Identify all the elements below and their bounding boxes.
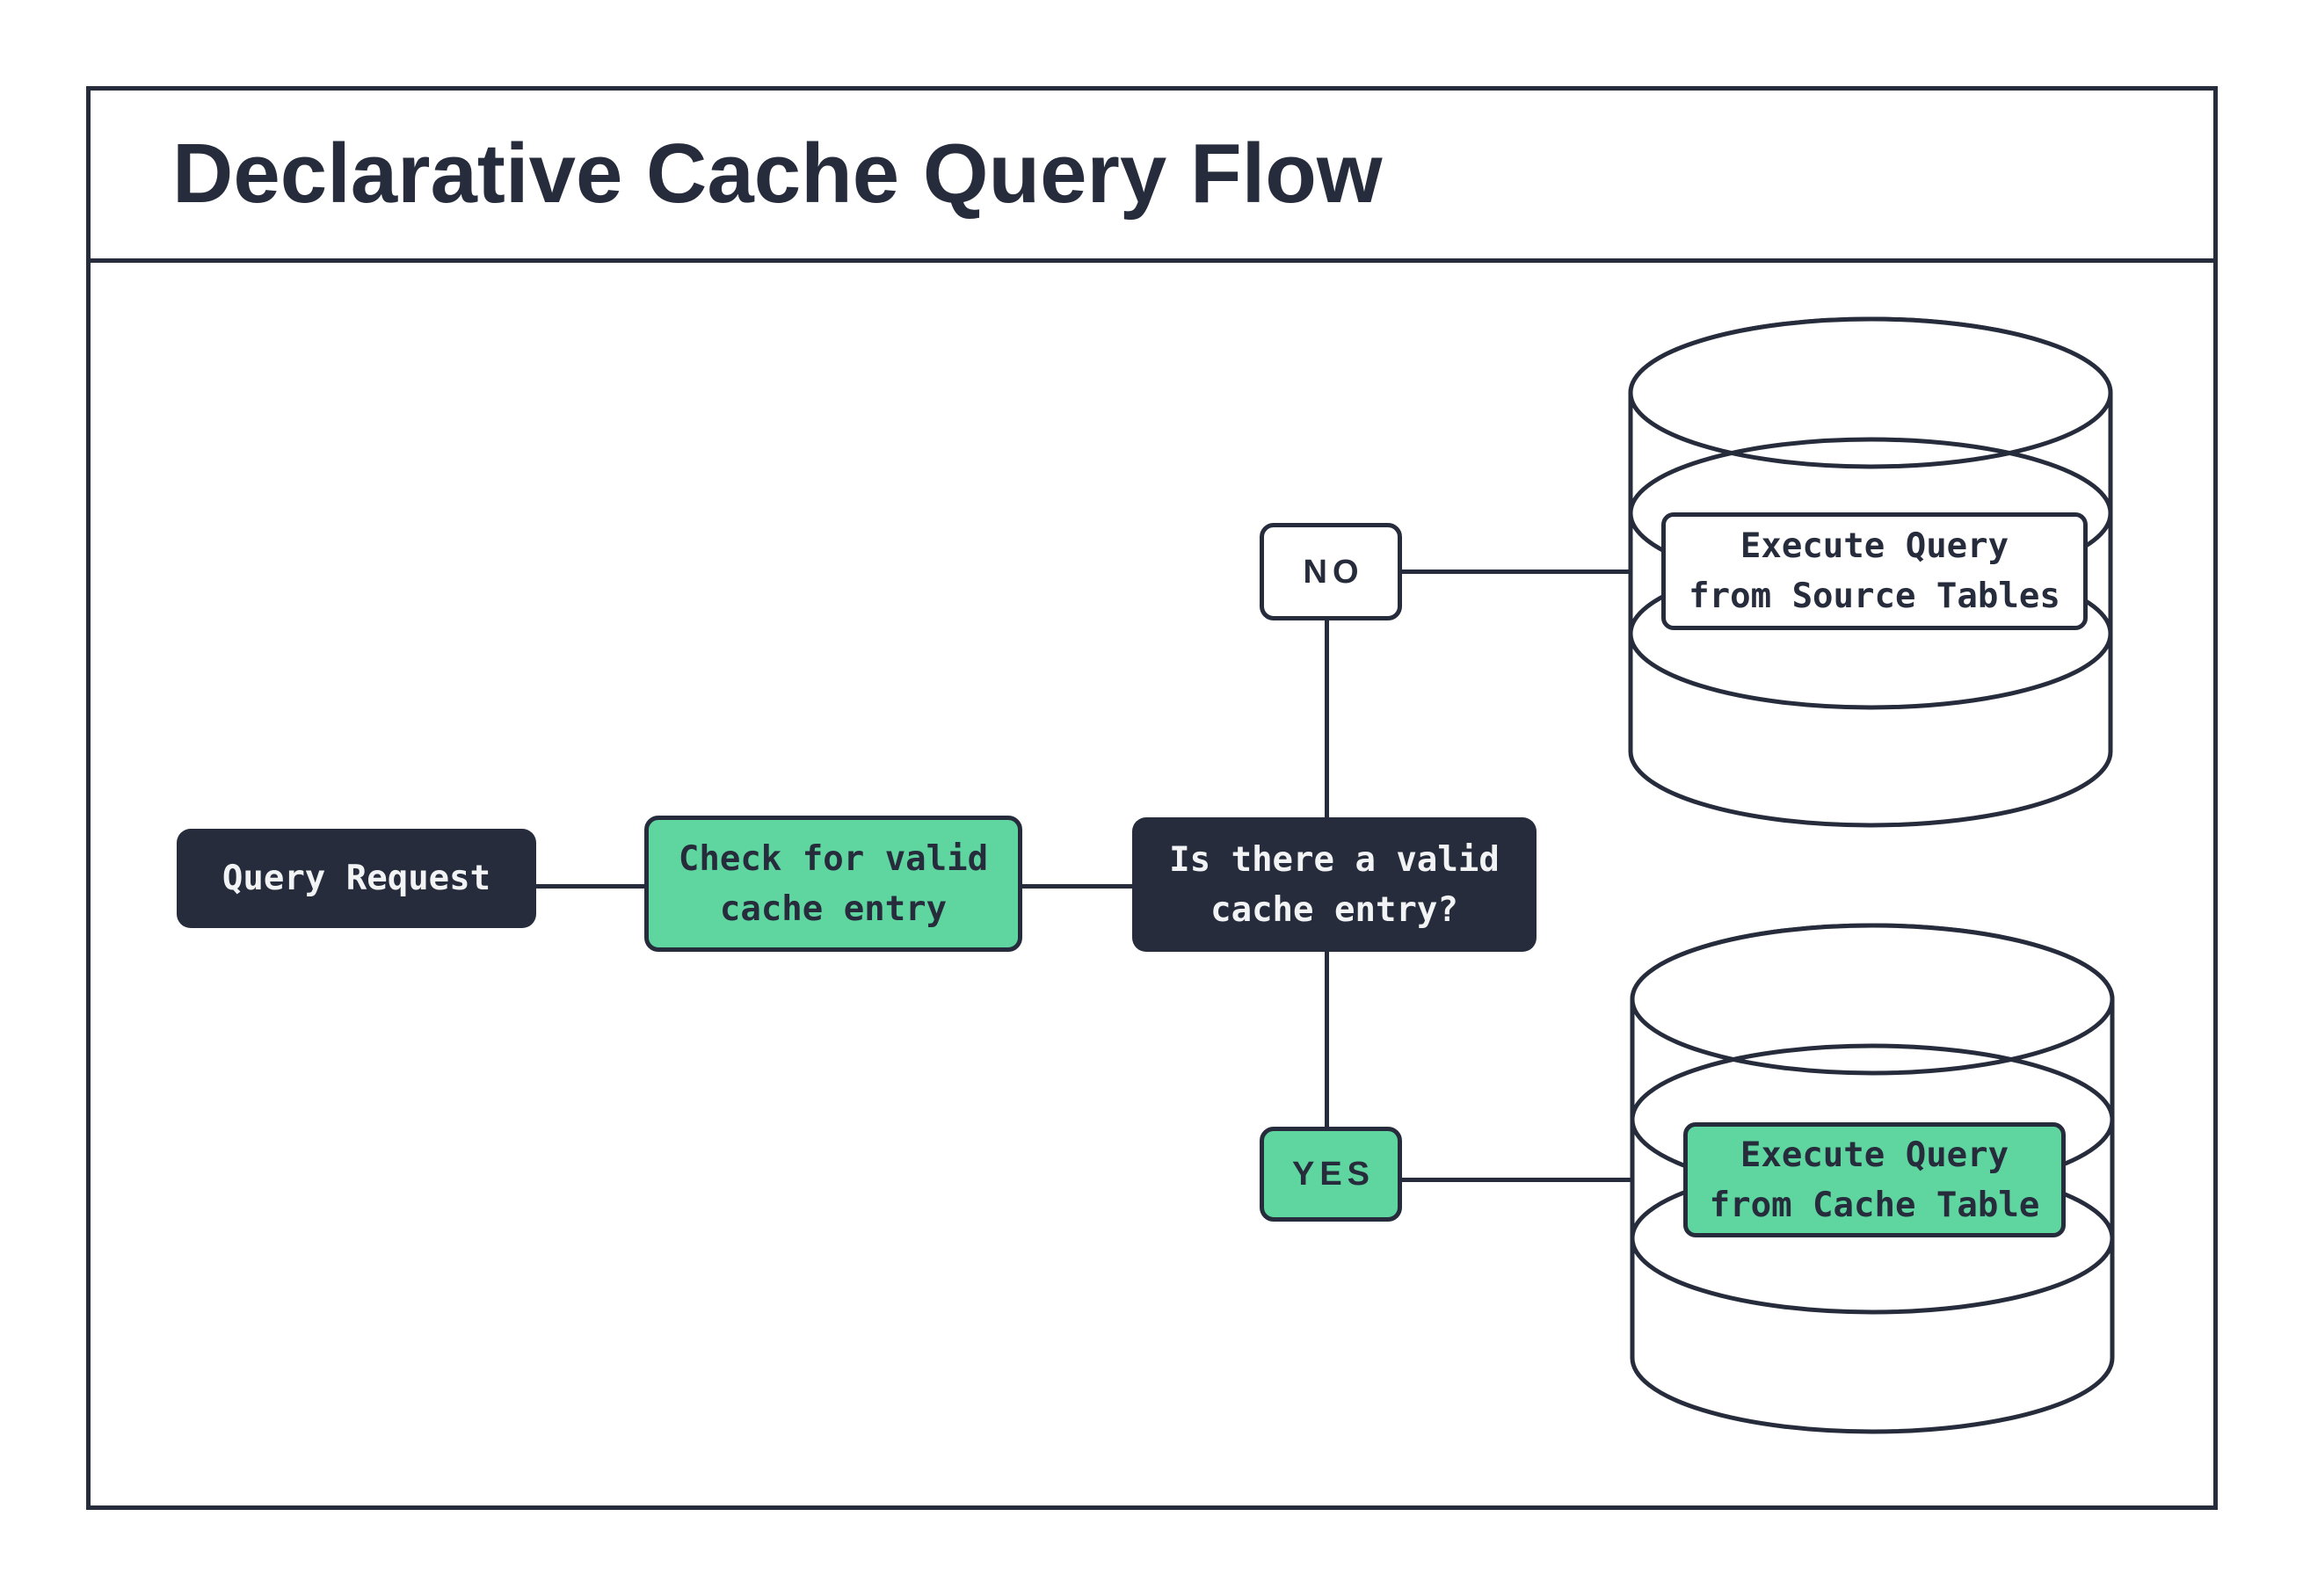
node-execute-cache-line1: Execute Query [1740,1135,2009,1175]
page-title: Declarative Cache Query Flow [172,127,1383,221]
node-check-cache-line1: Check for valid [678,838,989,879]
node-yes-branch-label: YES [1291,1156,1376,1193]
node-execute-cache-line2: from Cache Table [1709,1185,2040,1225]
header-divider [86,258,2218,263]
node-execute-source-line1: Execute Query [1740,526,2009,566]
node-yes-branch: YES [1260,1127,1402,1222]
node-no-branch-label: NO [1303,553,1364,591]
edge-request-to-check [536,884,644,889]
node-query-request: Query Request [177,829,536,928]
node-decision-line1: Is there a valid [1169,839,1500,880]
node-execute-source-line2: from Source Tables [1689,577,2060,616]
node-decision-line2: cache entry? [1210,889,1458,930]
node-check-cache: Check for valid cache entry [644,816,1022,952]
node-check-cache-line2: cache entry [719,889,948,929]
edge-check-to-decision [1022,884,1132,889]
node-execute-cache: Execute Query from Cache Table [1683,1122,2066,1237]
edge-decision-to-yes [1325,952,1329,1127]
edge-yes-to-cache-db [1402,1178,1631,1182]
node-query-request-label: Query Request [222,859,491,898]
node-no-branch: NO [1260,523,1402,620]
edge-no-to-source-db [1402,569,1631,574]
node-execute-source: Execute Query from Source Tables [1661,512,2088,630]
node-decision: Is there a valid cache entry? [1132,817,1537,952]
edge-decision-to-no [1325,620,1329,817]
